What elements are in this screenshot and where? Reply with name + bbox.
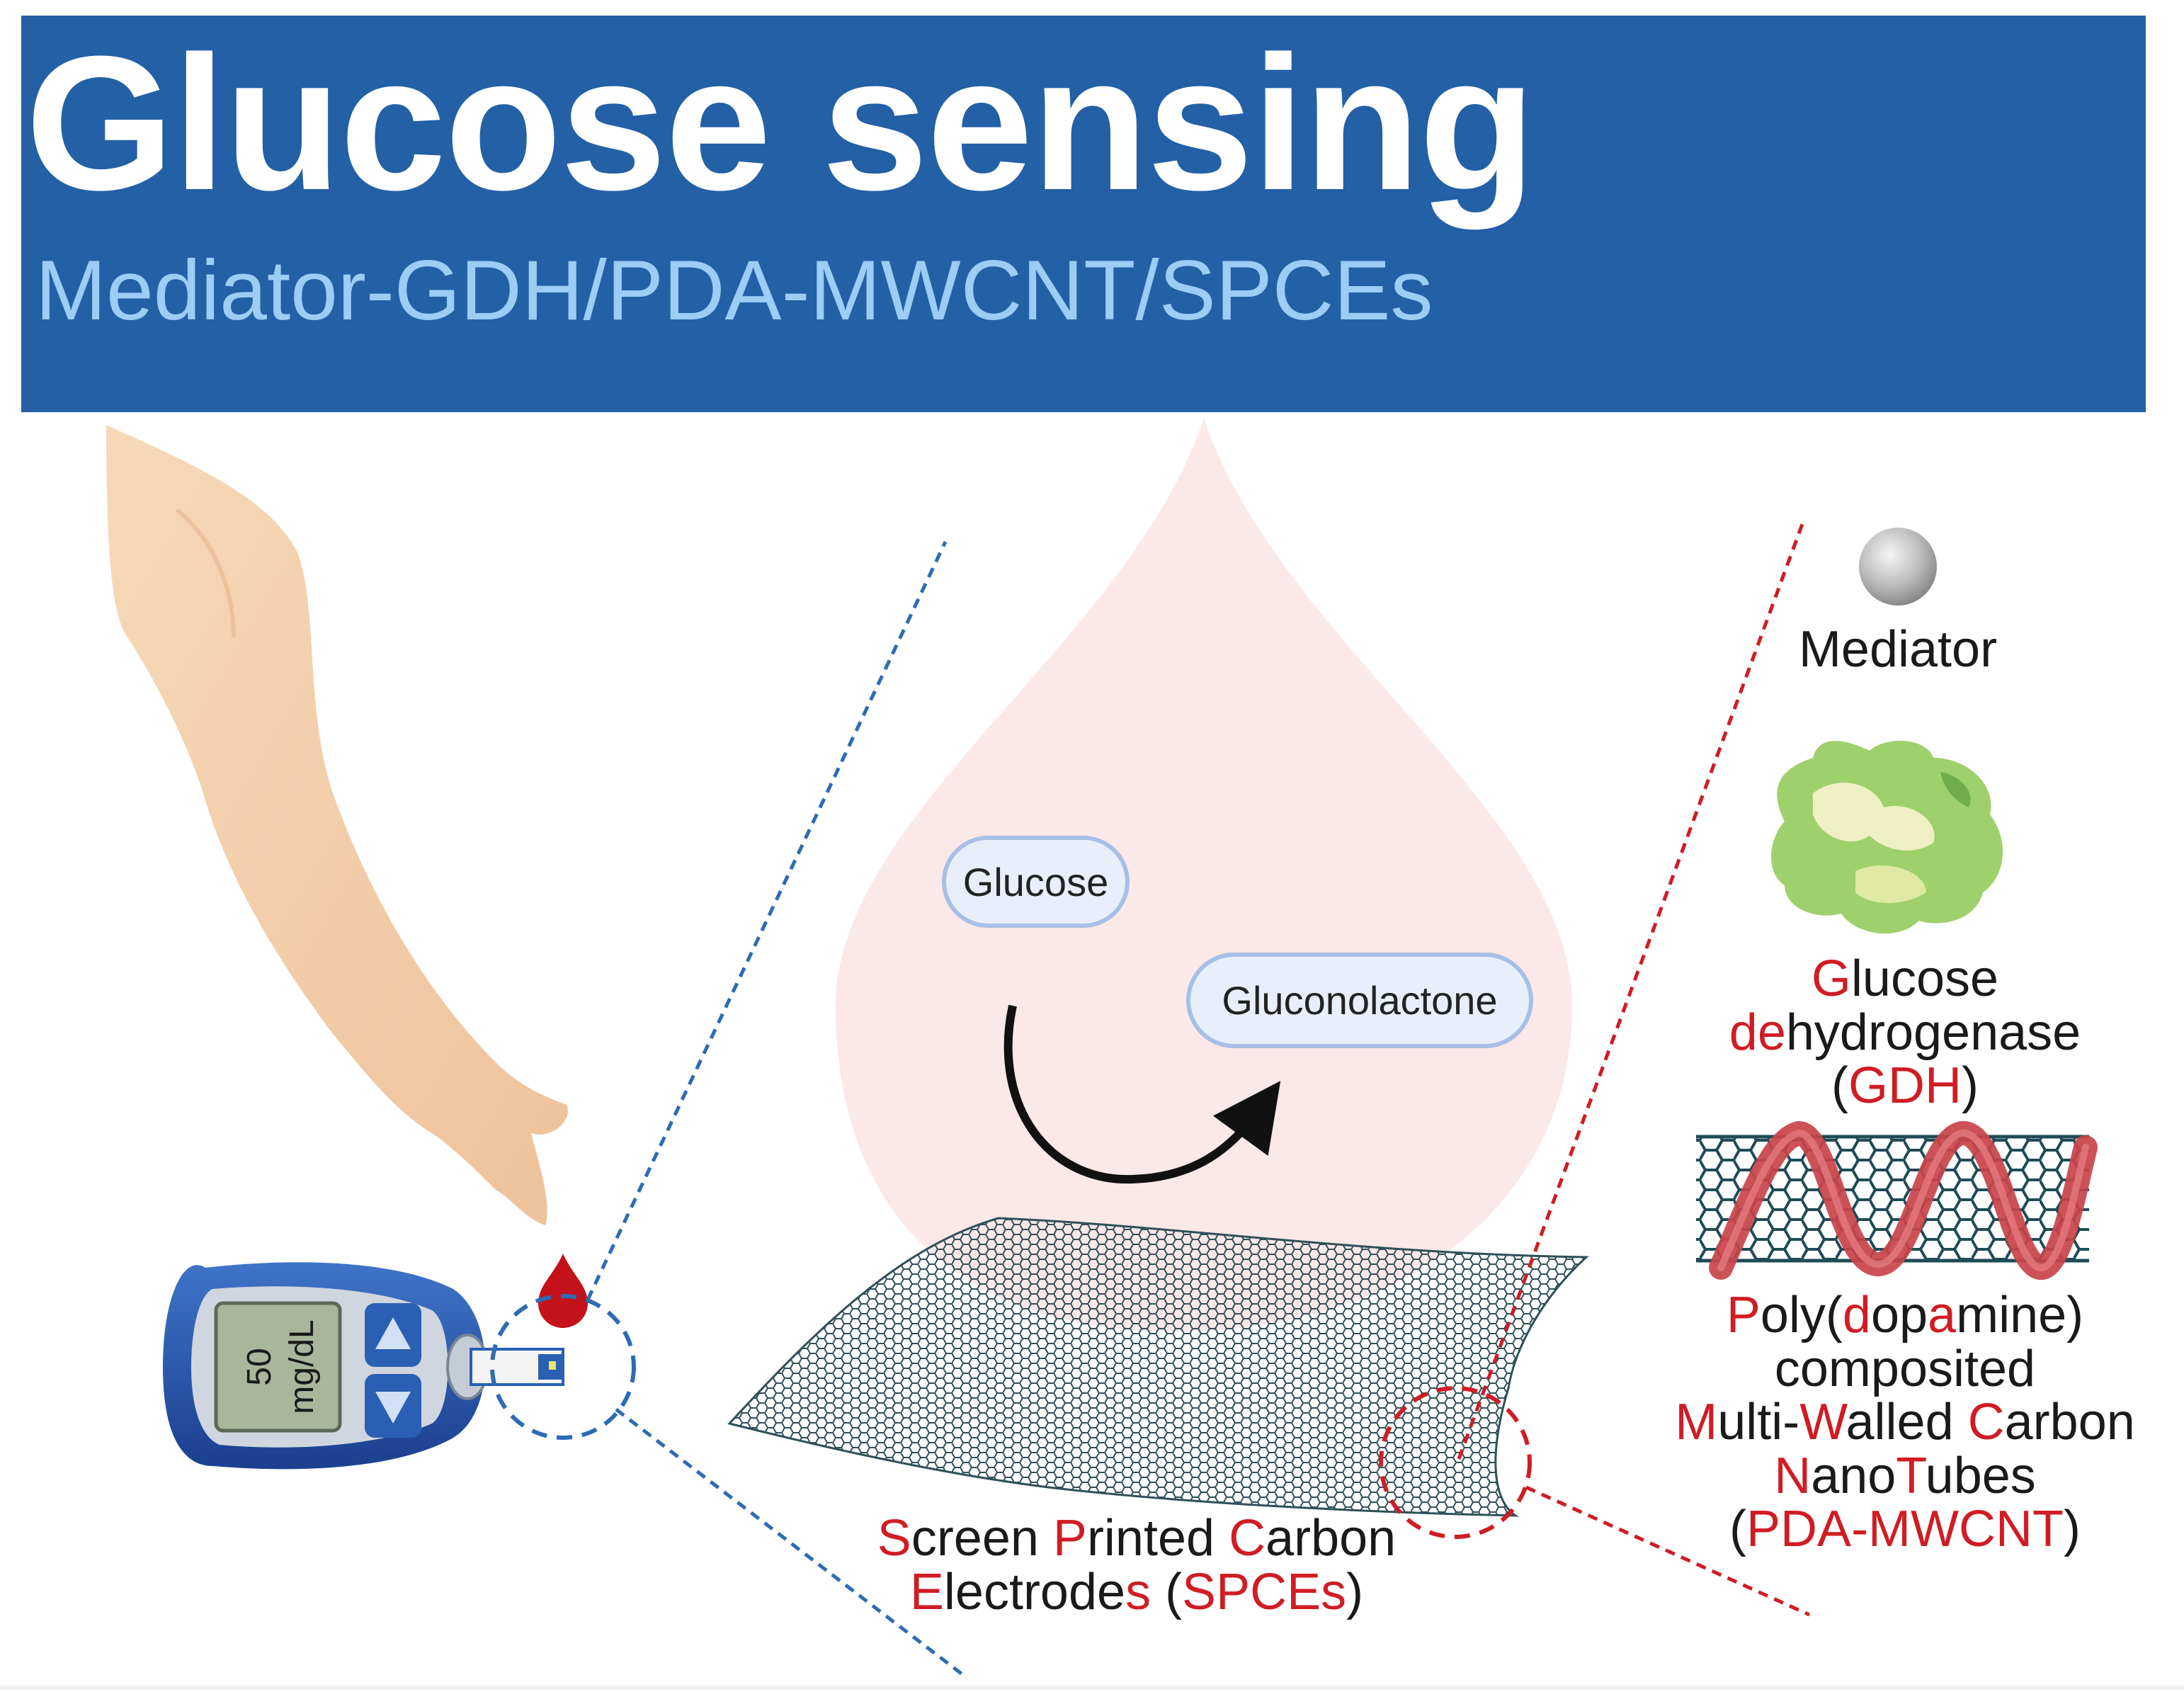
gdh-protein-icon — [1771, 741, 2003, 934]
gdh-label: Glucose dehydrogenase (GDH) — [1685, 950, 2125, 1115]
curved-arrow-icon — [1003, 1004, 1281, 1184]
spce-label-line2: Electrodes (SPCEs) — [909, 1563, 1364, 1620]
mwcnt-label-line1: Poly(dopamine) — [1726, 1287, 2084, 1344]
blood-drop-icon — [538, 1254, 588, 1328]
page-title: Glucose sensing — [25, 17, 1536, 230]
spce-label-line1: Screen Printed Carbon — [877, 1510, 1397, 1567]
mwcnt-label: Poly(dopamine) composited Multi-Walled C… — [1650, 1287, 2160, 1558]
spce-zoom-circle — [1379, 1386, 1532, 1539]
gdh-label-line2: dehydrogenase — [1729, 1004, 2081, 1061]
meter-zoom-circle — [490, 1294, 636, 1440]
zoom-line-top — [586, 540, 948, 1301]
meter-unit: mg/dL — [283, 1319, 321, 1414]
meter-reading: 50 — [241, 1348, 278, 1385]
zoom-line-bottom — [615, 1408, 965, 1676]
glucose-meter-icon — [163, 1262, 564, 1470]
mediator-sphere-icon — [1859, 528, 1937, 606]
graphene-sheet-icon — [727, 1217, 1589, 1517]
title-banner — [21, 16, 2146, 412]
mwcnt-label-line4: NanoTubes — [1774, 1447, 2036, 1504]
mediator-label: Mediator — [1798, 621, 1998, 678]
zoom-line-red-bottom — [1525, 1485, 1811, 1617]
page-subtitle: Mediator-GDH/PDA-MWCNT/SPCEs — [35, 243, 1433, 338]
bottom-divider — [0, 1686, 2184, 1690]
mwcnt-label-line5: (PDA-MWCNT) — [1729, 1501, 2081, 1558]
arm-illustration — [106, 425, 568, 1225]
zoom-line-red-top — [1457, 523, 1804, 1460]
glucose-pill: Glucose — [942, 836, 1130, 928]
spce-label: Screen Printed Carbon Electrodes (SPCEs) — [853, 1510, 1420, 1620]
gluconolactone-pill: Gluconolactone — [1186, 953, 1533, 1048]
mwcnt-nanotube-icon — [1696, 1120, 2098, 1280]
gdh-label-line1: Glucose — [1811, 950, 1999, 1007]
mwcnt-label-line3: Multi-Walled Carbon — [1675, 1394, 2135, 1451]
mwcnt-label-line2: composited — [1774, 1340, 2036, 1397]
gdh-label-line3: (GDH) — [1831, 1057, 1979, 1115]
